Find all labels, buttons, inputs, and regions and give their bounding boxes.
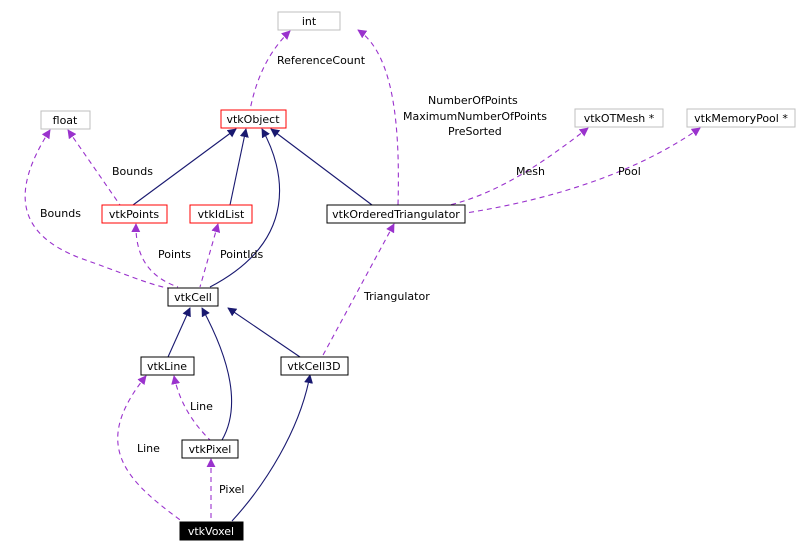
edge-vtkidlist-to-vtkcell	[199, 223, 221, 288]
edge-float-to-vtkcell	[24, 129, 169, 289]
edge-labels: ReferenceCount NumberOfPoints MaximumNum…	[40, 54, 641, 496]
node-vtkobject-label: vtkObject	[226, 113, 280, 126]
node-vtkline-label: vtkLine	[147, 360, 187, 373]
edge-vtkcell-to-vtkobject	[209, 128, 281, 288]
node-vtkcell[interactable]: vtkCell	[167, 287, 219, 307]
node-vtkcell3d-label: vtkCell3D	[287, 360, 340, 373]
node-vtkvoxel-label: vtkVoxel	[188, 525, 234, 538]
edge-vtkpixel-to-vtkcell	[201, 307, 233, 441]
label-reference-count: ReferenceCount	[277, 54, 366, 67]
label-line-voxel: Line	[137, 442, 160, 455]
label-pool: Pool	[618, 165, 641, 178]
edge-vtkline-to-vtkvoxel	[117, 375, 184, 523]
label-points: Points	[158, 248, 191, 261]
node-vtkvoxel[interactable]: vtkVoxel	[179, 521, 244, 541]
node-int-label: int	[302, 15, 317, 28]
label-number-of-points: NumberOfPoints	[428, 94, 518, 107]
node-vtkcell3d[interactable]: vtkCell3D	[280, 356, 349, 376]
edge-vtkidlist-to-vtkobject	[229, 128, 249, 206]
node-vtkotmesh-label: vtkOTMesh *	[584, 112, 655, 125]
edge-int-to-vtkobject	[249, 30, 291, 111]
node-float[interactable]: float	[40, 110, 91, 130]
node-vtkorderedtriangulator[interactable]: vtkOrderedTriangulator	[326, 204, 466, 224]
label-pixel: Pixel	[219, 483, 244, 496]
edge-vtkline-to-vtkpixel	[171, 375, 211, 441]
node-vtkorderedtriangulator-label: vtkOrderedTriangulator	[332, 208, 460, 221]
label-bounds-cell: Bounds	[40, 207, 81, 220]
node-vtkidlist-label: vtkIdList	[198, 208, 245, 221]
node-vtkpoints-label: vtkPoints	[109, 208, 160, 221]
node-vtkotmesh[interactable]: vtkOTMesh *	[574, 108, 664, 128]
node-vtkmemorypool[interactable]: vtkMemoryPool *	[686, 108, 796, 128]
label-point-ids: PointIds	[220, 248, 264, 261]
node-vtkobject[interactable]: vtkObject	[220, 109, 287, 129]
edge-vtkline-to-vtkcell	[167, 307, 191, 358]
node-int[interactable]: int	[277, 11, 341, 31]
label-bounds-points: Bounds	[112, 165, 153, 178]
node-vtkmemorypool-label: vtkMemoryPool *	[694, 112, 788, 125]
label-triangulator: Triangulator	[363, 290, 430, 303]
label-pre-sorted: PreSorted	[448, 125, 502, 138]
node-vtkidlist[interactable]: vtkIdList	[189, 204, 253, 224]
usage-edges	[24, 29, 701, 523]
node-vtkcell-label: vtkCell	[174, 291, 212, 304]
node-vtkpoints[interactable]: vtkPoints	[101, 204, 168, 224]
edge-vtkmemorypool-to-vtkorderedtriangulator	[465, 127, 701, 214]
inheritance-edges	[132, 128, 373, 522]
edge-vtkcell3d-to-vtkcell	[227, 307, 301, 358]
edge-vtkpoints-to-vtkobject	[132, 128, 237, 206]
edge-vtkorderedtriangulator-to-vtkobject	[270, 128, 373, 206]
label-maximum-number-of-points: MaximumNumberOfPoints	[403, 110, 547, 123]
edge-vtkvoxel-to-vtkcell3d	[231, 374, 313, 522]
node-vtkline[interactable]: vtkLine	[140, 356, 195, 376]
edge-float-to-vtkpoints	[67, 129, 121, 206]
node-vtkpixel[interactable]: vtkPixel	[181, 439, 239, 459]
edge-vtkotmesh-to-vtkorderedtriangulator	[429, 127, 589, 210]
nodes: int float vtkObject vtkOTMesh * vtkMemor…	[40, 11, 796, 541]
node-float-label: float	[53, 114, 78, 127]
label-line-pixel: Line	[190, 400, 213, 413]
node-vtkpixel-label: vtkPixel	[189, 443, 232, 456]
edge-vtkpoints-to-vtkcell	[131, 223, 179, 288]
label-mesh: Mesh	[516, 165, 545, 178]
edge-vtkorderedtriangulator-to-vtkcell3d	[321, 223, 395, 358]
